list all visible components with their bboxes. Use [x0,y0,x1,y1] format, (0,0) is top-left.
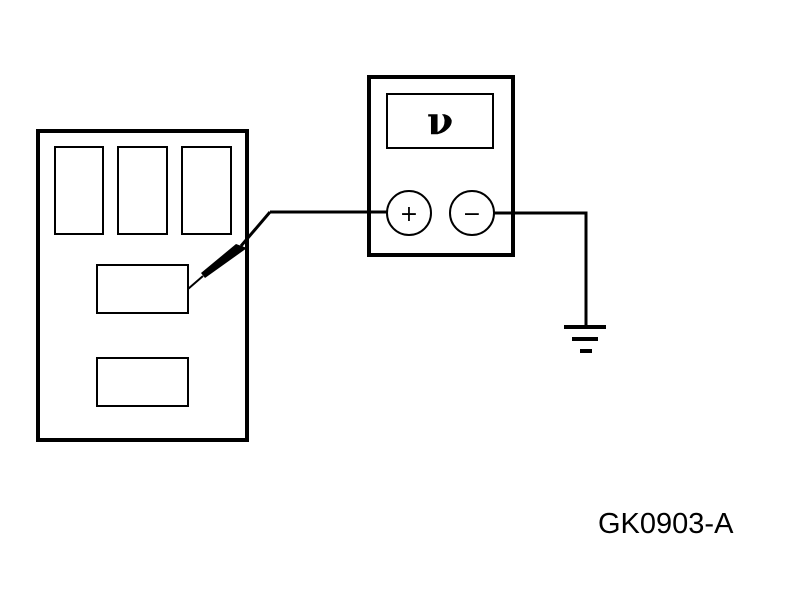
module-slot-2 [117,146,168,235]
module-connector-lower [96,357,189,407]
voltmeter: ν + − [367,75,515,257]
negative-lead-wire [494,211,588,326]
test-probe [187,211,272,290]
module-slot-1 [54,146,104,235]
module-connector-upper [96,264,189,314]
figure-reference-code: GK0903-A [598,508,734,540]
module-slot-3 [181,146,232,235]
voltmeter-outline [367,75,515,257]
probe-lead [239,211,272,247]
voltmeter-display-symbol: ν [427,98,453,143]
probe-needle [187,275,204,290]
voltmeter-display [386,93,494,149]
probe-tip-body [201,244,247,278]
module-box [36,129,249,442]
ground-icon [564,325,606,353]
module-outline [36,129,249,442]
negative-terminal-label: − [463,202,481,227]
positive-terminal [386,190,432,236]
positive-terminal-label: + [400,202,418,227]
